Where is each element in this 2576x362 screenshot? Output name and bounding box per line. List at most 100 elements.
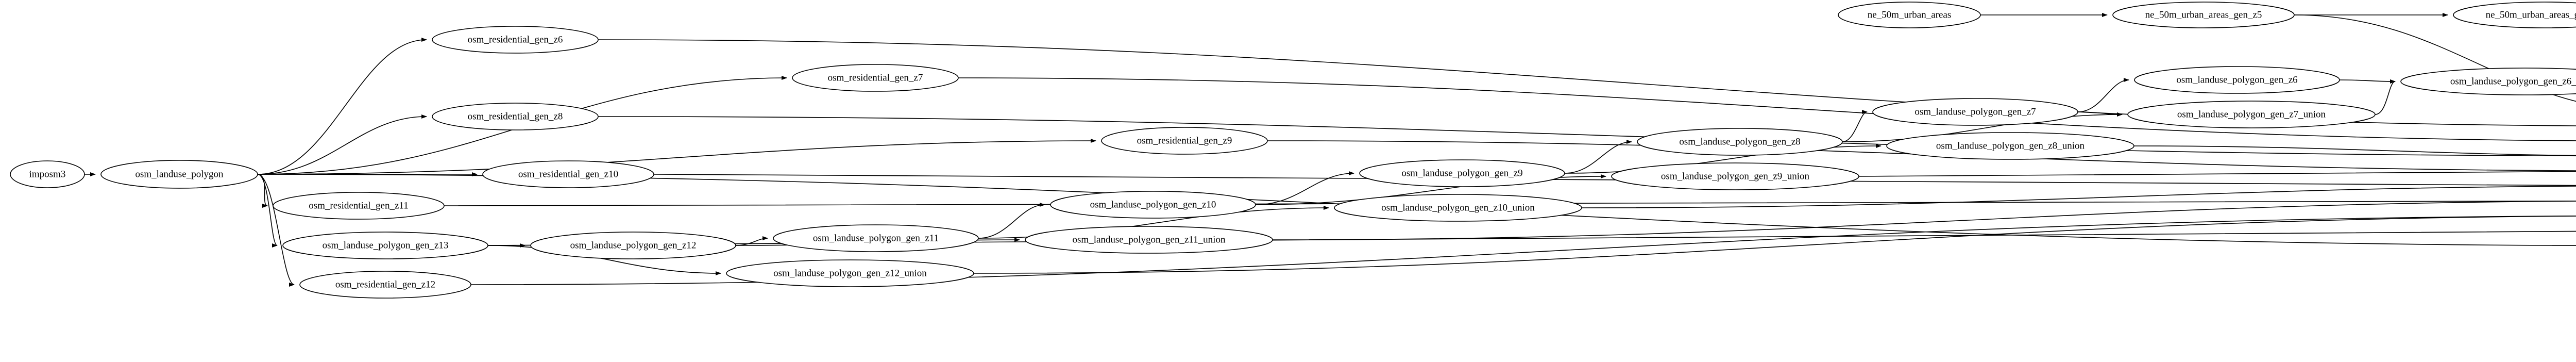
graph-node-osm_landuse_polygon_gen_z9[interactable]: osm_landuse_polygon_gen_z9 bbox=[1359, 159, 1565, 187]
graph-node-osm_residential_gen_z12[interactable]: osm_residential_gen_z12 bbox=[299, 271, 471, 299]
graph-node-osm_landuse_polygon_gen_z7_union[interactable]: osm_landuse_polygon_gen_z7_union bbox=[2127, 101, 2376, 128]
node-shape bbox=[2453, 2, 2576, 28]
node-label: osm_residential_gen_z7 bbox=[828, 72, 923, 83]
node-label: ne_50m_urban_areas_gen_z4 bbox=[2486, 9, 2576, 20]
node-shape bbox=[1838, 2, 1981, 28]
node-label: osm_landuse_polygon_gen_z11_union bbox=[1073, 234, 1226, 245]
node-label: osm_residential_gen_z6 bbox=[468, 34, 563, 45]
node-shape bbox=[1334, 194, 1582, 222]
node-label: osm_landuse_polygon_gen_z11 bbox=[813, 233, 939, 243]
graph-node-ne_50m_urban_areas_gen_z4[interactable]: ne_50m_urban_areas_gen_z4 bbox=[2453, 2, 2576, 28]
node-label: osm_residential_gen_z11 bbox=[309, 200, 408, 211]
graph-edge bbox=[2077, 78, 2129, 112]
graph-edge bbox=[2077, 111, 2123, 117]
graph-edge bbox=[2133, 145, 2576, 156]
graph-node-osm_landuse_polygon_gen_z8_union[interactable]: osm_landuse_polygon_gen_z8_union bbox=[1886, 132, 2134, 160]
graph-edge bbox=[978, 203, 1045, 239]
node-shape bbox=[773, 224, 979, 252]
node-label: osm_landuse_polygon_gen_z8 bbox=[1679, 136, 1800, 147]
node-shape bbox=[1025, 226, 1273, 254]
node-shape bbox=[1637, 128, 1843, 156]
node-label: osm_landuse_polygon_gen_z8_union bbox=[1936, 140, 2085, 151]
graph-edge bbox=[1842, 112, 2123, 142]
graph-edge bbox=[2339, 79, 2396, 84]
graph-edge bbox=[598, 116, 2576, 157]
node-label: osm_residential_gen_z9 bbox=[1137, 135, 1232, 146]
graph-edge bbox=[2375, 79, 2396, 115]
graph-node-osm_residential_gen_z9[interactable]: osm_residential_gen_z9 bbox=[1101, 127, 1268, 155]
node-shape bbox=[1611, 162, 1859, 190]
graph-node-osm_landuse_polygon_gen_z6[interactable]: osm_landuse_polygon_gen_z6 bbox=[2134, 66, 2340, 94]
graph-node-osm_landuse_polygon_gen_z12_union[interactable]: osm_landuse_polygon_gen_z12_union bbox=[726, 259, 974, 287]
graph-node-osm_landuse_polygon_gen_z7[interactable]: osm_landuse_polygon_gen_z7 bbox=[1872, 98, 2078, 126]
node-shape bbox=[2400, 68, 2576, 95]
graph-edge bbox=[1858, 170, 2576, 177]
node-label: osm_landuse_polygon_gen_z13 bbox=[323, 240, 449, 251]
graph-node-osm_residential_gen_z8[interactable]: osm_residential_gen_z8 bbox=[432, 103, 599, 130]
node-label: osm_landuse_polygon_gen_z7_union bbox=[2177, 109, 2326, 120]
node-shape bbox=[1886, 132, 2134, 160]
graph-node-ne_50m_urban_areas[interactable]: ne_50m_urban_areas bbox=[1838, 2, 1981, 28]
node-label: osm_landuse_polygon_gen_z12 bbox=[570, 240, 697, 251]
graph-node-osm_residential_gen_z7[interactable]: osm_residential_gen_z7 bbox=[792, 64, 959, 92]
graph-node-osm_residential_gen_z10[interactable]: osm_residential_gen_z10 bbox=[482, 160, 654, 188]
graph-node-osm_landuse_polygon_gen_z11_union[interactable]: osm_landuse_polygon_gen_z11_union bbox=[1025, 226, 1273, 254]
graph-edge bbox=[257, 174, 278, 248]
node-shape bbox=[282, 232, 488, 259]
graph-node-osm_landuse_polygon_gen_z6_union[interactable]: osm_landuse_polygon_gen_z6_union bbox=[2400, 68, 2576, 95]
node-shape bbox=[1050, 191, 1256, 219]
graph-node-osm_landuse_polygon_gen_z10_union[interactable]: osm_landuse_polygon_gen_z10_union bbox=[1334, 194, 1582, 222]
node-label: osm_residential_gen_z8 bbox=[468, 111, 563, 122]
graph-node-osm_landuse_polygon_gen_z10[interactable]: osm_landuse_polygon_gen_z10 bbox=[1050, 191, 1256, 219]
graph-node-osm_landuse_polygon_gen_z8[interactable]: osm_landuse_polygon_gen_z8 bbox=[1637, 128, 1843, 156]
node-shape bbox=[1101, 127, 1268, 155]
graph-node-osm_landuse_polygon_gen_z11[interactable]: osm_landuse_polygon_gen_z11 bbox=[773, 224, 979, 252]
node-label: imposm3 bbox=[29, 169, 66, 179]
node-shape bbox=[482, 160, 654, 188]
node-shape bbox=[726, 259, 974, 287]
graph-node-osm_residential_gen_z6[interactable]: osm_residential_gen_z6 bbox=[432, 26, 599, 54]
graph-edge bbox=[1272, 201, 2576, 240]
graph-edge bbox=[487, 245, 721, 275]
node-label: osm_landuse_polygon_gen_z7 bbox=[1914, 106, 2036, 117]
graph-node-ne_50m_urban_areas_gen_z5[interactable]: ne_50m_urban_areas_gen_z5 bbox=[2112, 2, 2295, 28]
graph-edge bbox=[2294, 14, 2576, 102]
graph-edge bbox=[1564, 140, 1632, 174]
graph-edge bbox=[958, 77, 2576, 141]
node-shape bbox=[299, 271, 471, 299]
node-shape bbox=[792, 64, 959, 92]
graph-edge bbox=[1581, 186, 2576, 208]
node-label: osm_landuse_polygon_gen_z6 bbox=[2176, 74, 2297, 85]
graph-node-osm_residential_gen_z11[interactable]: osm_residential_gen_z11 bbox=[273, 192, 445, 220]
node-shape bbox=[100, 160, 258, 189]
node-label: ne_50m_urban_areas_gen_z5 bbox=[2145, 9, 2262, 20]
node-shape bbox=[2134, 66, 2340, 94]
graph-edge bbox=[735, 236, 768, 246]
node-label: osm_landuse_polygon_gen_z10 bbox=[1090, 199, 1216, 210]
node-shape bbox=[432, 26, 599, 54]
node-label: ne_50m_urban_areas bbox=[1868, 9, 1952, 20]
graph-edge bbox=[1842, 110, 1868, 142]
graph-edge bbox=[257, 174, 295, 287]
node-label: osm_landuse_polygon_gen_z6_union bbox=[2450, 76, 2576, 87]
graph-edge bbox=[257, 38, 427, 175]
node-label: osm_landuse_polygon_gen_z10_union bbox=[1381, 202, 1535, 213]
graph-node-imposm3[interactable]: imposm3 bbox=[10, 160, 85, 188]
node-shape bbox=[1872, 98, 2078, 126]
graph-node-osm_landuse_polygon_gen_z12[interactable]: osm_landuse_polygon_gen_z12 bbox=[530, 232, 736, 259]
node-shape bbox=[273, 192, 445, 220]
node-shape bbox=[1359, 159, 1565, 187]
graph-node-osm_landuse_polygon_gen_z13[interactable]: osm_landuse_polygon_gen_z13 bbox=[282, 232, 488, 259]
node-shape bbox=[2127, 101, 2376, 128]
graph-node-osm_landuse_polygon[interactable]: osm_landuse_polygon bbox=[100, 160, 258, 189]
node-shape bbox=[10, 160, 85, 188]
graph-edge bbox=[1255, 171, 1354, 205]
node-shape bbox=[2112, 2, 2295, 28]
node-label: osm_landuse_polygon_gen_z9_union bbox=[1661, 171, 1810, 182]
node-label: osm_landuse_polygon_gen_z9 bbox=[1401, 168, 1522, 178]
graph-node-osm_landuse_polygon_gen_z9_union[interactable]: osm_landuse_polygon_gen_z9_union bbox=[1611, 162, 1859, 190]
node-label: osm_residential_gen_z12 bbox=[335, 279, 435, 290]
node-layer: imposm3 osm_landuse_polygon osm_residentia… bbox=[10, 2, 2576, 299]
